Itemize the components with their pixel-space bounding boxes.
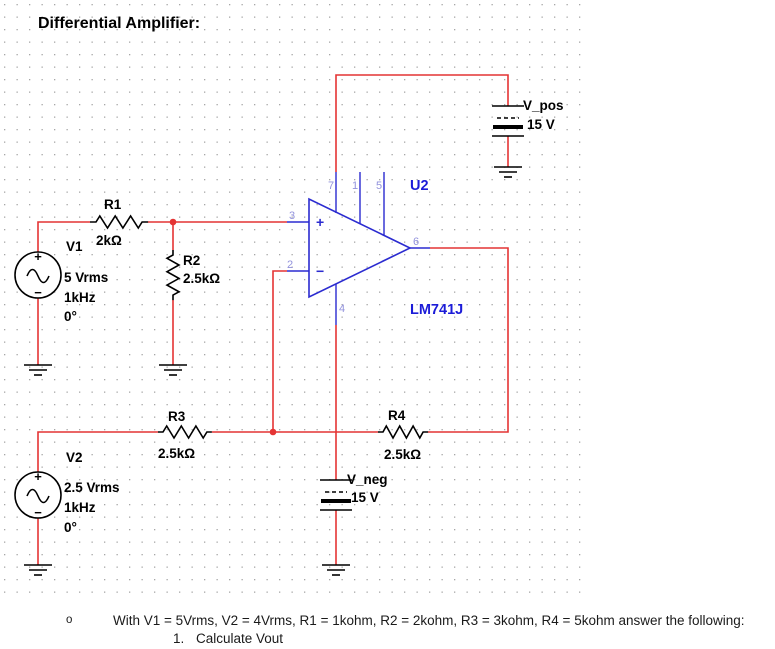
wire-v1-to-r1[interactable]	[37, 221, 90, 252]
r3-name-label: R3	[168, 409, 186, 424]
ground-vpos[interactable]	[494, 166, 522, 178]
wires	[37, 74, 509, 565]
note-item-number: 1.	[173, 631, 185, 646]
schematic-canvas: Differential Amplifier: R1 2kΩ	[0, 0, 585, 600]
vpos-value-label: 15 V	[527, 117, 555, 132]
note-item-text: Calculate Vout	[196, 631, 284, 646]
r1-zigzag	[90, 214, 149, 230]
opamp-pin5-number: 5	[376, 180, 382, 192]
v2-sine-icon	[26, 488, 50, 504]
opamp-pin2-number: 2	[287, 259, 293, 271]
ground-r2[interactable]	[159, 364, 187, 376]
r3-value-label: 2.5kΩ	[158, 446, 195, 461]
vneg-name-label: V_neg	[347, 472, 388, 487]
v1-phase-label: 0°	[64, 309, 77, 324]
r1-name-label: R1	[104, 197, 122, 212]
wire-pin7-to-vpos[interactable]	[335, 74, 509, 172]
opamp-pin1-number: 1	[352, 180, 358, 192]
opamp-part-label: LM741J	[410, 302, 463, 318]
v1-name-label: V1	[66, 239, 83, 254]
opamp-pin4-number: 4	[339, 303, 345, 315]
r3-zigzag	[158, 424, 212, 440]
opamp-u2[interactable]: + − 7 1 5 3 2 4 6 U2 LM741J	[287, 172, 463, 325]
vneg-value-label: 15 V	[351, 490, 379, 505]
source-v2[interactable]: + − V2 2.5 Vrms 1kHz 0°	[14, 450, 120, 535]
v1-value-label: 5 Vrms	[64, 270, 108, 285]
r2-value-label: 2.5kΩ	[183, 271, 220, 286]
opamp-pin3-number: 3	[289, 210, 295, 222]
r4-value-label: 2.5kΩ	[384, 447, 421, 462]
v1-sine-icon	[26, 268, 50, 284]
junction-dot-r3-r4[interactable]	[269, 428, 277, 436]
r2-zigzag	[165, 250, 181, 301]
schematic-title: Differential Amplifier:	[38, 15, 200, 32]
source-v1[interactable]: + − V1 5 Vrms 1kHz 0°	[14, 239, 108, 324]
opamp-pin6-number: 6	[413, 236, 419, 248]
opamp-inverting-sign: −	[316, 263, 324, 279]
r2-name-label: R2	[183, 253, 200, 268]
resistor-r1[interactable]: R1 2kΩ	[90, 197, 149, 248]
v2-phase-label: 0°	[64, 520, 77, 535]
wire-r4-to-output[interactable]	[428, 247, 509, 433]
battery-vneg[interactable]: V_neg 15 V	[320, 472, 388, 511]
wire-r3r4-node-to-pin2[interactable]	[272, 270, 287, 432]
v2-plus-sign: +	[34, 469, 42, 484]
ground-v1[interactable]	[24, 364, 52, 376]
v1-minus-sign: −	[34, 285, 42, 300]
resistor-r2[interactable]: R2 2.5kΩ	[165, 250, 220, 301]
ground-v2[interactable]	[24, 564, 52, 576]
r1-value-label: 2kΩ	[96, 233, 122, 248]
v1-plus-sign: +	[34, 249, 42, 264]
opamp-designator-label: U2	[410, 178, 429, 194]
v1-frequency-label: 1kHz	[64, 290, 96, 305]
junction-dot-r1-r2[interactable]	[169, 218, 177, 226]
battery-vpos[interactable]: V_pos 15 V	[492, 98, 564, 137]
note-bullet: o	[66, 614, 73, 626]
v2-name-label: V2	[66, 450, 83, 465]
v2-frequency-label: 1kHz	[64, 500, 96, 515]
vpos-name-label: V_pos	[523, 98, 564, 113]
v2-minus-sign: −	[34, 505, 42, 520]
ground-vneg[interactable]	[322, 564, 350, 576]
grid-background	[0, 0, 585, 600]
wire-v2-to-r3[interactable]	[37, 431, 158, 472]
opamp-pin7-number: 7	[328, 180, 334, 192]
r4-name-label: R4	[388, 408, 406, 423]
v2-value-label: 2.5 Vrms	[64, 480, 120, 495]
resistor-r4[interactable]: R4 2.5kΩ	[378, 408, 429, 462]
note-question-line: With V1 = 5Vrms, V2 = 4Vrms, R1 = 1kohm,…	[113, 613, 745, 628]
opamp-noninverting-sign: +	[316, 214, 324, 230]
resistor-r3[interactable]: R3 2.5kΩ	[158, 409, 212, 461]
r4-zigzag	[378, 424, 429, 440]
